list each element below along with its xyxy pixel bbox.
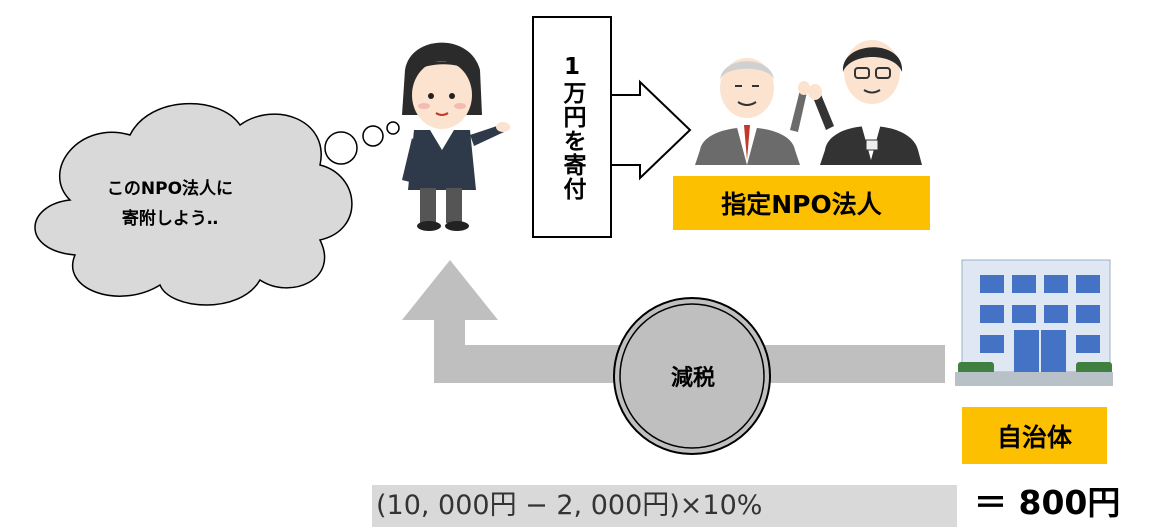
office-building-icon bbox=[955, 259, 1113, 386]
thought-line-2: 寄附しよう‥ bbox=[121, 209, 219, 229]
thought-cloud-icon bbox=[34, 102, 400, 306]
donation-box: 1万円を寄付 bbox=[532, 16, 612, 238]
formula-result: ＝ 800円 bbox=[974, 483, 1121, 522]
tax-reduction-circle bbox=[613, 297, 771, 455]
donation-label: 1万円を寄付 bbox=[559, 53, 585, 201]
young-man-icon bbox=[808, 40, 922, 165]
npo-label: 指定NPO法人 bbox=[673, 176, 930, 230]
formula-background bbox=[372, 485, 957, 527]
elderly-man-icon bbox=[695, 58, 810, 165]
formula-expression: (10, 000円 − 2, 000円)×10% bbox=[376, 490, 763, 521]
thought-line-1: このNPO法人に bbox=[106, 179, 234, 199]
government-label: 自治体 bbox=[962, 407, 1107, 464]
tax-return-arrow bbox=[402, 260, 945, 383]
tax-reduction-label: 減税 bbox=[670, 366, 715, 391]
woman-staff-icon bbox=[402, 42, 510, 231]
donation-arrow bbox=[612, 79, 692, 181]
thought-text: このNPO法人に 寄附しよう‥ bbox=[60, 174, 280, 234]
